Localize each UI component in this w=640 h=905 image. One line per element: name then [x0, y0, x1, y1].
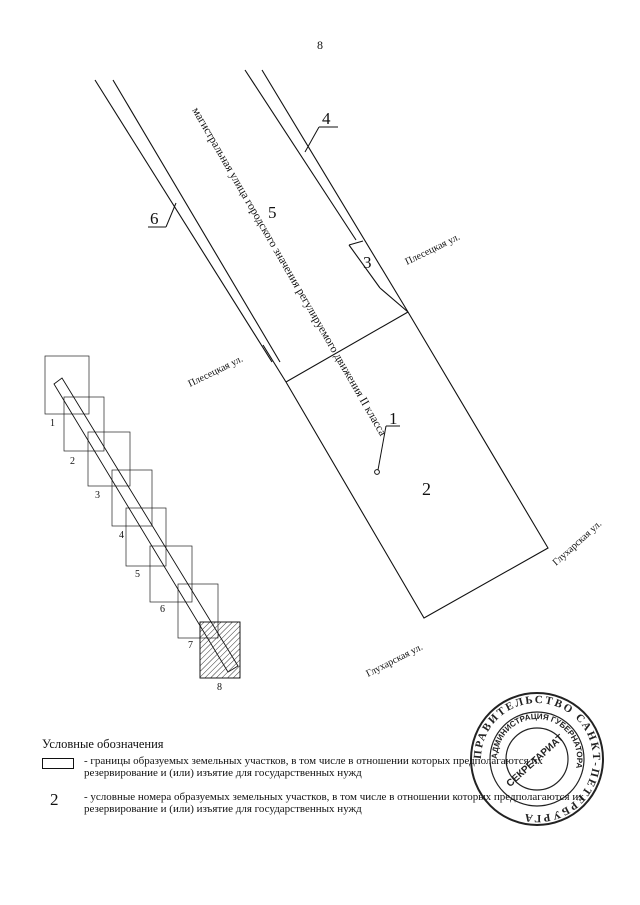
- legend-boundary-row: - границы образуемых земельных участков,…: [42, 755, 612, 779]
- key-sheet-1: [44, 355, 90, 415]
- zone-number-4: 4: [322, 109, 331, 128]
- zone-number-2: 2: [422, 479, 431, 499]
- key-sheet-2: [63, 396, 105, 452]
- legend: Условные обозначения - границы образуемы…: [42, 738, 612, 827]
- key-sheet-3: [87, 431, 131, 487]
- key-sheet-5: [125, 507, 167, 567]
- street-plesetskaya-right: Плесецкая ул.: [403, 232, 461, 268]
- road-right-inner-edge: [261, 69, 409, 313]
- legend-boundary-symbol: [42, 758, 74, 769]
- zone-number-5: 5: [268, 203, 277, 222]
- key-label-1: 1: [50, 418, 55, 429]
- parcel-3-top-edge: [348, 240, 364, 246]
- key-label-3: 3: [95, 490, 100, 501]
- main-road-label: магистральная улица городского значения …: [189, 106, 388, 439]
- legend-number-text: - условные номера образуемых земельных у…: [84, 791, 584, 815]
- key-sheet-7: [177, 583, 219, 639]
- zone-1-leader: [377, 425, 387, 471]
- parcel-3-bottom-edge: [379, 287, 409, 313]
- page-number: 8: [317, 38, 323, 52]
- key-label-6: 6: [160, 604, 165, 615]
- key-label-4: 4: [119, 530, 124, 541]
- legend-title: Условные обозначения: [42, 737, 164, 751]
- road-left-inner-edge: [112, 79, 281, 363]
- key-sheet-6: [149, 545, 193, 603]
- key-label-8: 8: [217, 682, 222, 693]
- key-label-5: 5: [135, 569, 140, 580]
- zone-4-leader: [304, 126, 320, 153]
- parcel-left-bevel: [262, 344, 287, 383]
- parcel-3-left-edge: [348, 244, 381, 289]
- key-sheet-8-hatch: [199, 621, 241, 679]
- street-plesetskaya-left: Плесецкая ул.: [186, 354, 244, 390]
- key-label-7: 7: [188, 640, 193, 651]
- zone-number-3: 3: [363, 253, 372, 272]
- zone-number-6: 6: [150, 209, 159, 228]
- road-right-outer-edge: [244, 69, 357, 241]
- zone-6-leader: [165, 202, 177, 228]
- street-glukharskaya-right: Глухарская ул.: [551, 519, 604, 569]
- legend-number-sample: 2: [50, 790, 59, 809]
- road-left-outer-edge: [94, 79, 273, 363]
- zone-number-1: 1: [389, 409, 398, 428]
- parcel-1-point: [374, 469, 380, 475]
- legend-number-row: 2 - условные номера образуемых земельных…: [42, 790, 612, 816]
- key-label-2: 2: [70, 456, 75, 467]
- legend-boundary-text: - границы образуемых земельных участков,…: [84, 755, 543, 779]
- key-sheet-4: [111, 469, 153, 527]
- street-glukharskaya-bottom: Глухарская ул.: [364, 642, 424, 680]
- parcel-divider-line: [285, 311, 409, 383]
- parcel-1-outline: [285, 311, 549, 619]
